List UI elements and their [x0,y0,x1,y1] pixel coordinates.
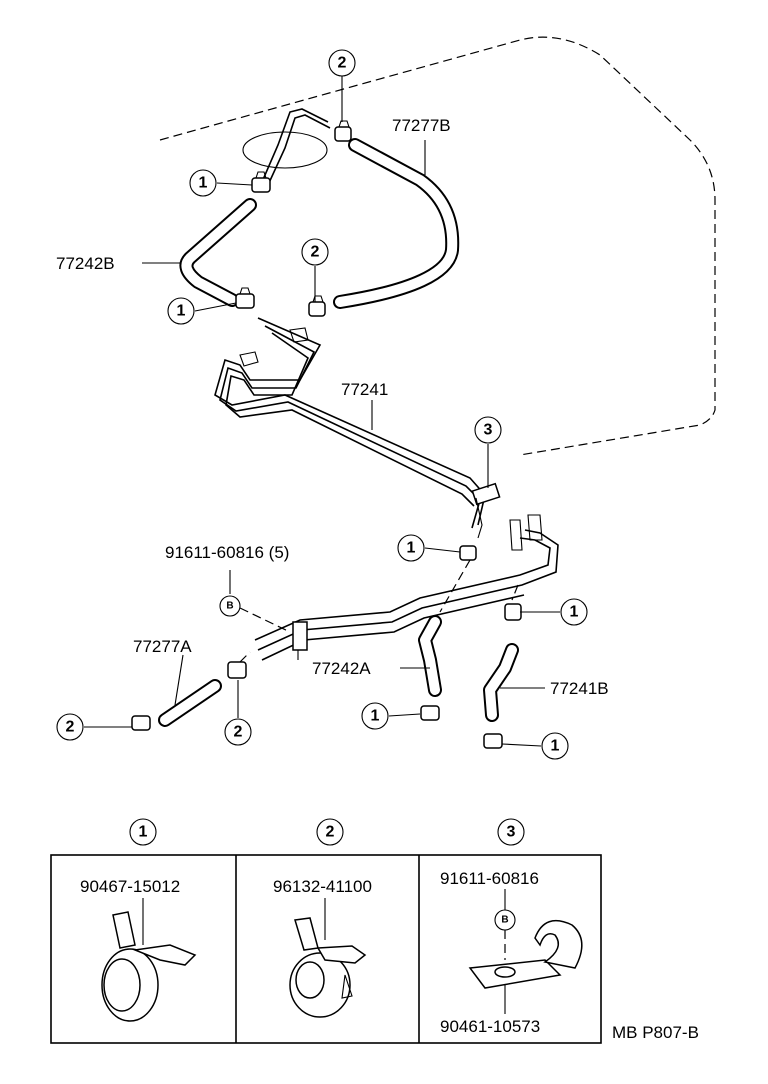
svg-text:2: 2 [326,824,335,841]
dashed-leaders [239,559,519,663]
label-77242B: 77242B [56,254,115,273]
clamp-lower-b [504,603,522,621]
callout-1-lower-c: 1 [361,702,389,730]
callout-2-lower-left: 2 [56,713,84,741]
legend-clamp-3-drawing: B [468,889,583,1014]
svg-text:1: 1 [139,824,148,841]
svg-text:B: B [501,915,508,926]
label-77241B: 77241B [550,679,609,698]
callout-2-lower-mid: 2 [224,718,252,746]
callout-1-lower-a: 1 [397,534,425,562]
hose-77277A [158,679,222,727]
callout-3-pipe: 3 [474,416,502,444]
svg-text:1: 1 [570,604,579,621]
hose-77241B [483,643,519,722]
legend-part-1: 90467-15012 [80,877,180,896]
svg-text:1: 1 [199,175,208,192]
legend-clamp-1-drawing [101,898,197,1022]
legend-header-1: 1 [129,818,157,846]
hose-77242B [179,198,257,307]
svg-text:2: 2 [338,55,347,72]
legend-table [50,854,602,1044]
svg-text:2: 2 [311,244,320,261]
legend-part-3-bolt: 91611-60816 [440,869,539,888]
label-77241: 77241 [341,380,388,399]
label-77277A: 77277A [133,637,192,656]
legend-part-3-clamp: 90461-10573 [440,1017,540,1036]
clamp-mid-1 [235,287,255,309]
svg-text:3: 3 [507,824,516,841]
callout-leaders [84,76,560,747]
clamp-mid-2 [308,295,326,317]
tank-vent-pipe [261,108,331,186]
svg-text:1: 1 [177,303,186,320]
callout-1-mid: 1 [167,297,195,325]
hose-77277B [333,138,460,309]
bolt-b-callout: B [219,595,241,617]
pipe-77241 [214,317,501,539]
svg-text:1: 1 [371,708,380,725]
figure-code: MB P807-B [612,1023,699,1042]
hose-77242A [418,615,442,697]
callout-2-mid: 2 [301,238,329,266]
svg-text:1: 1 [407,540,416,557]
clamp-lower-a [459,545,477,561]
legend-header-3: 3 [497,818,525,846]
clamp-upper-1 [251,171,271,193]
svg-text:2: 2 [66,719,75,736]
svg-text:1: 1 [551,738,560,755]
clamp-lower-c [227,661,247,679]
legend-part-2: 96132-41100 [273,877,372,896]
label-91611-60816-qty: 91611-60816 (5) [165,543,289,562]
legend-clamp-2-drawing [289,898,367,1018]
svg-text:B: B [226,601,233,612]
callout-1-lower-d: 1 [541,732,569,760]
lower-pipe-bundle [254,514,559,661]
legend-header-2: 2 [316,818,344,846]
fuel-tank-outline [159,36,716,456]
callout-1-upper: 1 [189,169,217,197]
clamp-lower-e [420,705,440,721]
callout-1-lower-b: 1 [560,598,588,626]
clamp-lower-f [483,733,503,749]
clamp-lower-d [131,715,151,731]
svg-text:2: 2 [234,724,243,741]
label-77242A: 77242A [312,659,371,678]
clamp-upper-2 [334,120,352,142]
callout-2-top: 2 [328,49,356,77]
svg-text:3: 3 [484,422,493,439]
label-77277B: 77277B [392,116,451,135]
